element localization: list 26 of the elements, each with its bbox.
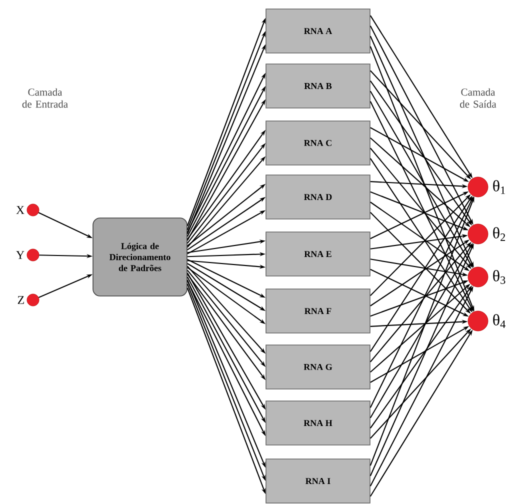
layer-label: Camada de Saída <box>460 88 496 108</box>
network-box: RNA G <box>266 344 370 390</box>
neuron-circle <box>468 176 488 198</box>
neuron-circle <box>26 248 40 262</box>
network-box: RNA B <box>266 64 370 108</box>
network-box: RNA F <box>266 288 370 334</box>
node-label: θ$_{3}$ <box>493 270 506 284</box>
network-box: RNA D <box>266 174 370 220</box>
logic-box: Lógica de Direcionamento de Padrões <box>92 218 188 296</box>
neuron-circle <box>468 224 488 244</box>
node-label: θ$_{4}$ <box>493 314 506 328</box>
node-label: X <box>16 206 24 214</box>
node-label: Y <box>16 251 24 259</box>
network-box: RNA H <box>266 400 370 446</box>
neuron-circle <box>26 204 40 216</box>
node-label: θ$_{1}$ <box>493 180 505 194</box>
node-label: θ$_{2}$ <box>493 227 506 241</box>
network-box: RNA A <box>266 8 370 54</box>
layer-label: Camada de Entrada <box>22 88 68 108</box>
node-label: Z <box>18 296 24 304</box>
neuron-circle <box>26 294 40 306</box>
neuron-circle <box>468 310 488 332</box>
network-box: RNA C <box>266 120 370 166</box>
neuron-circle <box>468 266 488 288</box>
network-box: RNA E <box>266 232 370 276</box>
network-box: RNA I <box>266 458 370 504</box>
